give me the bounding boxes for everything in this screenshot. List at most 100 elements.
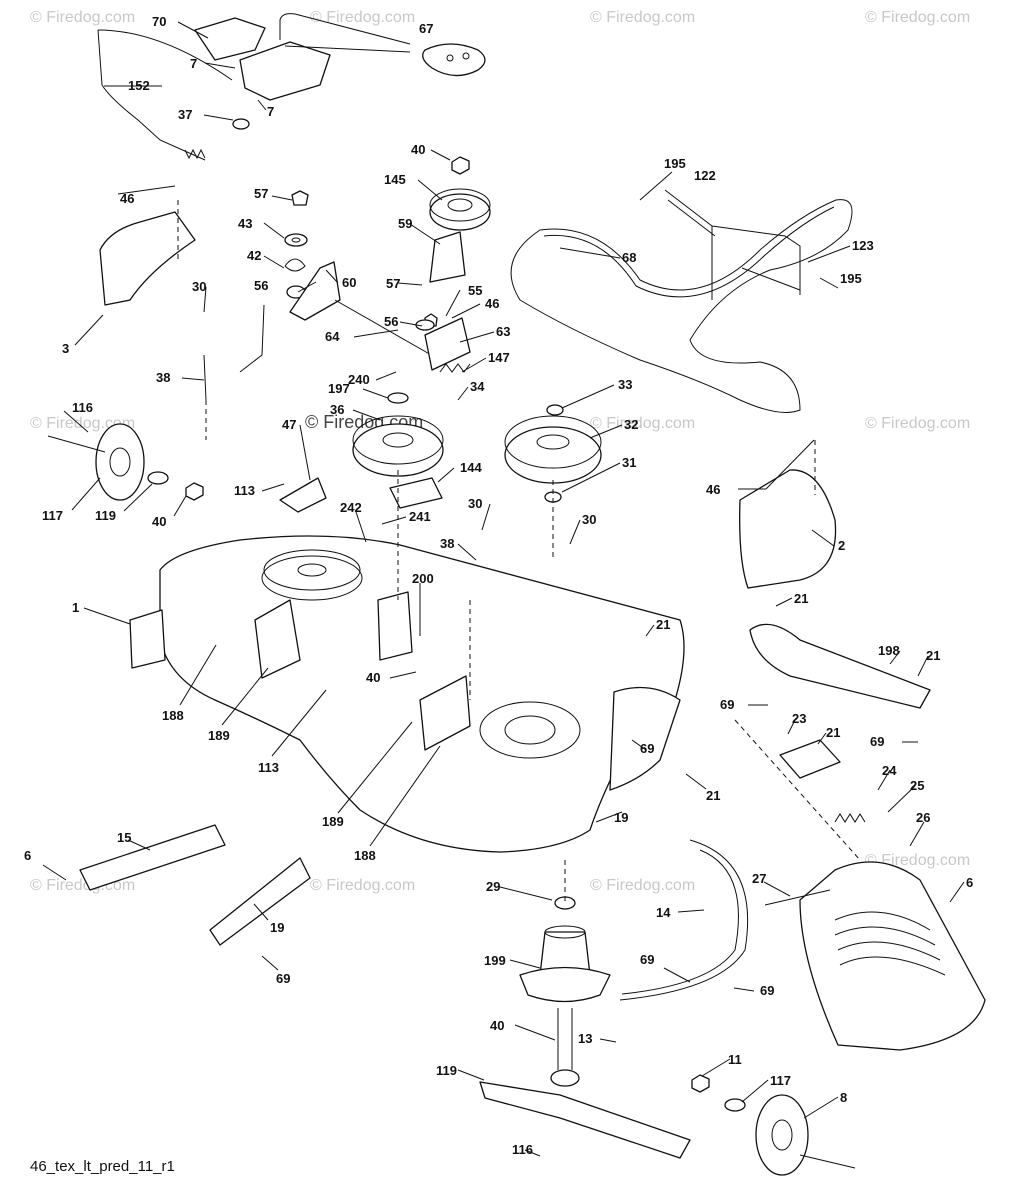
callout-label[interactable]: 60 bbox=[342, 275, 356, 290]
callout-label[interactable]: 63 bbox=[496, 324, 510, 339]
callout-label[interactable]: 195 bbox=[840, 271, 862, 286]
callout-label[interactable]: 70 bbox=[152, 14, 166, 29]
spring-part bbox=[184, 148, 206, 160]
callout-label[interactable]: 6 bbox=[966, 875, 973, 890]
callout-label[interactable]: 33 bbox=[618, 377, 632, 392]
callout-label[interactable]: 7 bbox=[267, 104, 274, 119]
callout-label[interactable]: 116 bbox=[512, 1142, 533, 1157]
callout-label[interactable]: 21 bbox=[706, 788, 720, 803]
callout-label[interactable]: 19 bbox=[614, 810, 628, 825]
callout-label[interactable]: 36 bbox=[330, 402, 344, 417]
callout-label[interactable]: 241 bbox=[409, 509, 431, 524]
callout-label[interactable]: 47 bbox=[282, 417, 296, 432]
callout-label[interactable]: 113 bbox=[234, 483, 255, 498]
callout-label[interactable]: 117 bbox=[42, 508, 63, 523]
callout-label[interactable]: 30 bbox=[468, 496, 482, 511]
callout-label[interactable]: 34 bbox=[470, 379, 485, 394]
callout-label[interactable]: 195 bbox=[664, 156, 686, 171]
callout-label[interactable]: 38 bbox=[156, 370, 170, 385]
callout-label[interactable]: 11 bbox=[728, 1052, 742, 1067]
callout-label[interactable]: 40 bbox=[366, 670, 380, 685]
callout-label[interactable]: 64 bbox=[325, 329, 340, 344]
callout-label[interactable]: 1 bbox=[72, 600, 79, 615]
callout-label[interactable]: 55 bbox=[468, 283, 482, 298]
callout-label[interactable]: 242 bbox=[340, 500, 362, 515]
watermark-text: © Firedog.com bbox=[865, 415, 970, 432]
callout-label[interactable]: 69 bbox=[276, 971, 290, 986]
callout-label[interactable]: 2 bbox=[838, 538, 845, 553]
callout-label[interactable]: 188 bbox=[354, 848, 376, 863]
callout-label[interactable]: 67 bbox=[419, 21, 433, 36]
callout-label[interactable]: 30 bbox=[582, 512, 596, 527]
callout-label[interactable]: 147 bbox=[488, 350, 510, 365]
callout-label[interactable]: 59 bbox=[398, 216, 412, 231]
callout-label[interactable]: 30 bbox=[192, 279, 206, 294]
callout-label[interactable]: 3 bbox=[62, 341, 69, 356]
callout-label[interactable]: 199 bbox=[484, 953, 506, 968]
callout-label[interactable]: 240 bbox=[348, 372, 370, 387]
callout-label[interactable]: 21 bbox=[926, 648, 940, 663]
callout-label[interactable]: 42 bbox=[247, 248, 261, 263]
callout-label[interactable]: 7 bbox=[190, 56, 197, 71]
callout-label[interactable]: 117 bbox=[770, 1073, 791, 1088]
watermarks: © Firedog.com © Firedog.com © Firedog.co… bbox=[30, 9, 970, 894]
callout-label[interactable]: 122 bbox=[694, 168, 716, 183]
callout-label[interactable]: 25 bbox=[910, 778, 924, 793]
callout-label[interactable]: 57 bbox=[254, 186, 268, 201]
callout-label[interactable]: 56 bbox=[384, 314, 398, 329]
callout-label[interactable]: 69 bbox=[760, 983, 774, 998]
callout-label[interactable]: 57 bbox=[386, 276, 400, 291]
callout-label[interactable]: 144 bbox=[460, 460, 482, 475]
callout-label[interactable]: 116 bbox=[72, 400, 93, 415]
callout-label[interactable]: 38 bbox=[440, 536, 454, 551]
callout-label[interactable]: 46 bbox=[706, 482, 720, 497]
callout-label[interactable]: 119 bbox=[436, 1063, 457, 1078]
belt-cover-part bbox=[739, 469, 837, 589]
callout-label[interactable]: 6 bbox=[24, 848, 31, 863]
callout-label[interactable]: 8 bbox=[840, 1090, 847, 1105]
watermark-text: © Firedog.com bbox=[590, 415, 695, 432]
callout-labels: 70 67 7 7 152 37 40 145 195 122 46 57 43… bbox=[24, 14, 973, 1157]
callout-label[interactable]: 21 bbox=[794, 591, 808, 606]
callout-label[interactable]: 56 bbox=[254, 278, 268, 293]
callout-label[interactable]: 27 bbox=[752, 871, 766, 886]
callout-label[interactable]: 69 bbox=[640, 741, 654, 756]
callout-label[interactable]: 40 bbox=[490, 1018, 504, 1033]
callout-label[interactable]: 113 bbox=[258, 760, 279, 775]
callout-label[interactable]: 23 bbox=[792, 711, 806, 726]
callout-label[interactable]: 29 bbox=[486, 879, 500, 894]
callout-label[interactable]: 189 bbox=[208, 728, 230, 743]
callout-label[interactable]: 21 bbox=[656, 617, 670, 632]
callout-label[interactable]: 13 bbox=[578, 1031, 592, 1046]
callout-label[interactable]: 189 bbox=[322, 814, 344, 829]
callout-label[interactable]: 24 bbox=[882, 763, 897, 778]
callout-label[interactable]: 200 bbox=[412, 571, 434, 586]
callout-label[interactable]: 197 bbox=[328, 381, 350, 396]
callout-label[interactable]: 40 bbox=[411, 142, 425, 157]
callout-label[interactable]: 145 bbox=[384, 172, 406, 187]
watermark-text: © Firedog.com bbox=[590, 877, 695, 894]
knob-part bbox=[422, 43, 486, 77]
callout-label[interactable]: 14 bbox=[656, 905, 671, 920]
callout-label[interactable]: 40 bbox=[152, 514, 166, 529]
callout-label[interactable]: 43 bbox=[238, 216, 252, 231]
callout-label[interactable]: 188 bbox=[162, 708, 184, 723]
callout-label[interactable]: 69 bbox=[720, 697, 734, 712]
callout-label[interactable]: 69 bbox=[870, 734, 884, 749]
callout-label[interactable]: 152 bbox=[128, 78, 150, 93]
callout-label[interactable]: 19 bbox=[270, 920, 284, 935]
callout-label[interactable]: 68 bbox=[622, 250, 636, 265]
watermark-text: © Firedog.com bbox=[590, 9, 695, 26]
callout-label[interactable]: 21 bbox=[826, 725, 840, 740]
callout-label[interactable]: 31 bbox=[622, 455, 636, 470]
callout-label[interactable]: 198 bbox=[878, 643, 900, 658]
callout-label[interactable]: 32 bbox=[624, 417, 638, 432]
callout-label[interactable]: 46 bbox=[485, 296, 499, 311]
callout-label[interactable]: 123 bbox=[852, 238, 874, 253]
callout-label[interactable]: 46 bbox=[120, 191, 134, 206]
callout-label[interactable]: 69 bbox=[640, 952, 654, 967]
callout-label[interactable]: 26 bbox=[916, 810, 930, 825]
callout-label[interactable]: 37 bbox=[178, 107, 192, 122]
callout-label[interactable]: 119 bbox=[95, 508, 116, 523]
callout-label[interactable]: 15 bbox=[117, 830, 131, 845]
